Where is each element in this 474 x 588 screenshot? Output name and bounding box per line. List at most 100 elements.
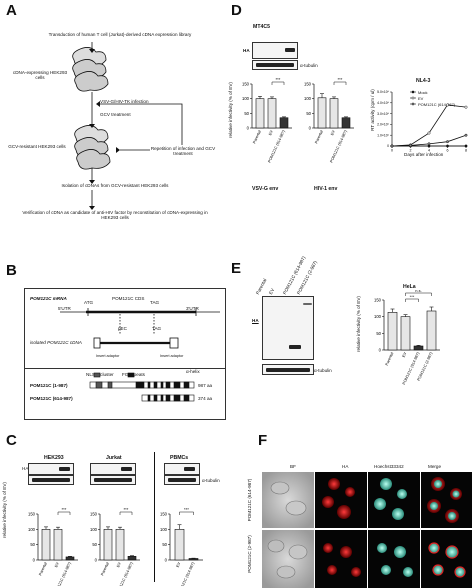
panel-label-c: C	[6, 432, 17, 449]
bar	[279, 117, 289, 129]
bar	[65, 556, 75, 561]
bar	[387, 312, 398, 351]
panel-label-b: B	[6, 262, 17, 279]
bar	[53, 529, 63, 561]
mrna-label: POM121C mRNA	[30, 296, 67, 301]
primer-tag: TAG	[152, 326, 162, 331]
line-ylabel: RT activity (cpm / ul)	[370, 89, 375, 131]
y-tick-label: 50	[162, 542, 167, 547]
bar	[317, 97, 327, 129]
blot-label-ha-c: HA	[22, 466, 29, 471]
y-tick-label: 100	[374, 314, 382, 319]
flow-step-repetition: Repetition of infection and GCV treatmen…	[150, 146, 216, 157]
y-tick-label: 0	[379, 348, 382, 353]
flow-step-verification: Verification of cDNA as candidate of ant…	[22, 210, 208, 221]
x-tick-label: 8	[465, 149, 467, 153]
y-tick-label: 0	[247, 126, 250, 131]
bar-title-hela: HeLa	[403, 284, 416, 290]
panel-b-domain-box	[24, 368, 226, 420]
y-tick-label: 50	[306, 111, 311, 116]
significance-label: ***	[410, 294, 415, 299]
gene-mark-3utr: 3'UTR	[186, 306, 199, 311]
flowchart-graphics	[72, 42, 183, 210]
category-label: EV	[330, 129, 336, 136]
y-tick-label: 100	[242, 96, 250, 101]
image-ha-2	[315, 530, 367, 588]
blot-jurkat-ha	[90, 463, 136, 475]
category-label: EV	[402, 351, 408, 358]
blot-label-tubulin-c: α-tubulin	[202, 478, 220, 483]
blot-label-tubulin-e: α-tubulin	[314, 368, 332, 373]
y-tick-label: 1.0×10⁶	[377, 133, 389, 137]
significance-label: ***	[184, 507, 189, 512]
category-label: Parental	[252, 130, 262, 145]
gene-mark-5utr: 5'UTR	[58, 306, 71, 311]
image-bf-2	[262, 530, 314, 588]
category-label: EV	[54, 561, 60, 568]
y-tick-label: 150	[374, 298, 382, 303]
flow-step-transduction: Transduction of human T cell (Jurkat)-de…	[48, 32, 192, 37]
lane-parental: Parental	[255, 277, 268, 296]
construct-len-full: 987 aa	[198, 383, 213, 388]
significance-bracket	[179, 511, 194, 515]
series-point	[464, 133, 468, 137]
bar	[426, 310, 437, 351]
significance-label: ***	[62, 507, 67, 512]
panel-label-a: A	[6, 2, 17, 19]
y-tick-label: 100	[160, 527, 168, 532]
significance-label: ***	[276, 77, 281, 82]
y-tick-label: 50	[92, 542, 97, 547]
y-tick-label: 150	[90, 512, 98, 517]
legend-marker	[411, 96, 415, 100]
env-label-vsvg: VSV-G env	[252, 186, 279, 192]
line-legend-ev: EV	[418, 96, 424, 101]
cell-label-mt4c5: MT4C5	[253, 24, 271, 30]
blot-pbmcs-tubulin	[164, 475, 200, 485]
flow-step-isolation: Isolation of cDNAs from GCV-resistant HE…	[61, 183, 169, 188]
bar	[174, 529, 185, 561]
category-label: Parental	[100, 562, 110, 577]
blot-label-ha-e: HA	[252, 318, 259, 323]
y-tick-label: 50	[376, 331, 381, 336]
blot-hek293-tubulin	[28, 475, 74, 485]
cell-label-hek293: HEK293	[44, 455, 64, 461]
blot-mt4c5-tubulin	[252, 60, 298, 70]
significance-label: ***	[338, 77, 343, 82]
series-point	[446, 140, 449, 144]
series-point	[427, 131, 431, 135]
legend-marker	[411, 90, 415, 94]
lane-ev: EV	[268, 287, 276, 296]
significance-bracket	[405, 292, 432, 296]
bar	[267, 98, 277, 129]
y-tick-label: 0	[33, 558, 36, 563]
blot-jurkat-tubulin	[90, 475, 136, 485]
y-tick-label: 0	[387, 144, 389, 148]
y-tick-label: 150	[160, 512, 168, 517]
y-tick-label: 0	[309, 126, 312, 131]
env-label-hiv1: HIV-1 env	[314, 186, 338, 192]
y-tick-label: 150	[304, 82, 312, 87]
bar	[103, 529, 113, 561]
blot-label-ha-d: HA	[243, 48, 250, 53]
series-line	[391, 104, 467, 147]
significance-bracket	[405, 298, 419, 302]
y-tick-label: 100	[304, 96, 312, 101]
insert-adaptor-left: Insert adaptor	[96, 354, 120, 358]
x-tick-label: 6	[447, 149, 449, 153]
bar	[341, 117, 351, 129]
line-xlabel: Days after infection	[404, 152, 444, 157]
significance-bracket	[57, 511, 71, 515]
panel-label-e: E	[231, 260, 242, 277]
cell-label-pbmcs: PBMCs	[170, 455, 189, 461]
line-legend-pom: POM121C (614-987)	[418, 102, 456, 107]
significance-bracket	[271, 81, 285, 85]
significance-label: n.s.	[415, 290, 421, 293]
bar	[255, 98, 265, 129]
bar	[127, 556, 137, 561]
y-tick-label: 0	[165, 558, 168, 563]
